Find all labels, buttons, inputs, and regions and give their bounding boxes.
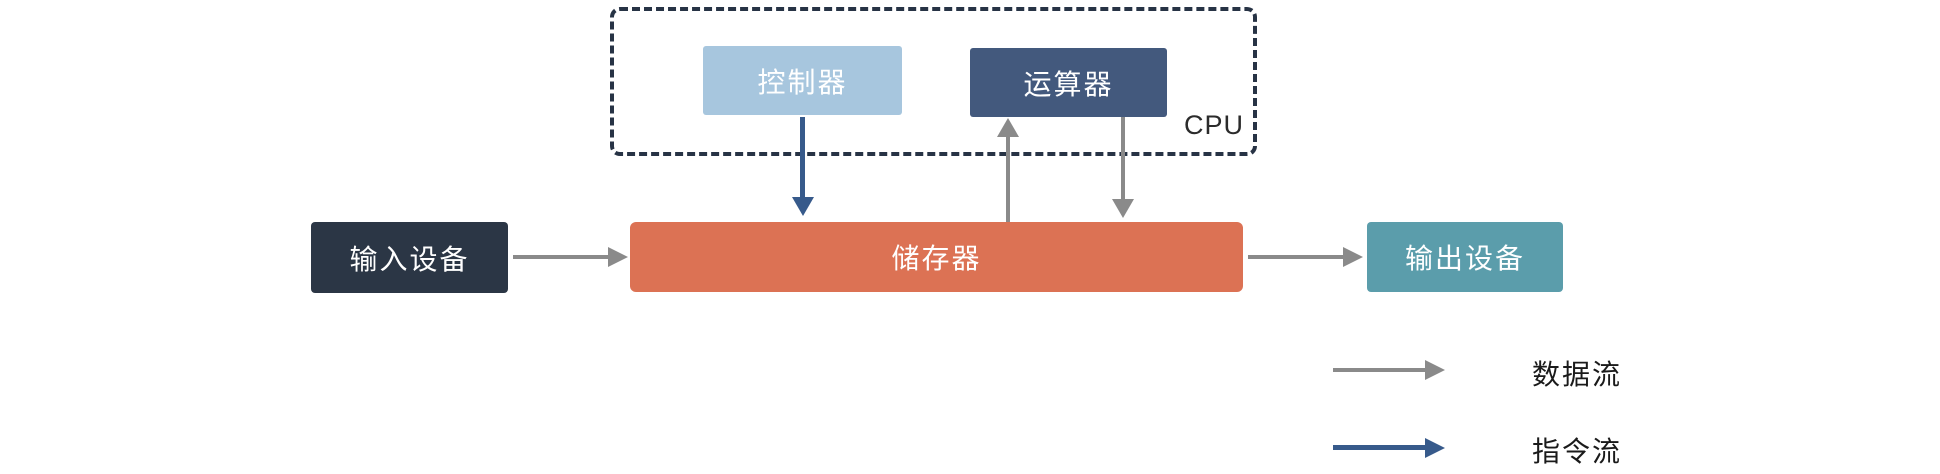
arrow-controller-to-memory <box>800 117 805 197</box>
arrow-alu-to-memory <box>1121 117 1125 199</box>
legend-instruction-flow-label: 指令流 <box>1532 436 1623 467</box>
memory-node: 储存器 <box>630 222 1243 292</box>
legend-data-flow-label: 数据流 <box>1532 359 1623 390</box>
arrow-memory-to-output <box>1248 255 1343 259</box>
controller-node: 控制器 <box>703 46 902 115</box>
input-device-node: 输入设备 <box>311 222 508 293</box>
cpu-label: CPU <box>1184 110 1245 140</box>
alu-node: 运算器 <box>970 48 1167 117</box>
cpu-boundary-box <box>610 7 1257 156</box>
arrow-input-to-memory <box>513 255 608 259</box>
arrow-memory-to-alu <box>1006 137 1010 222</box>
legend-data-flow-arrow-icon <box>1333 368 1425 372</box>
legend-instruction-flow-arrow-icon <box>1333 445 1425 450</box>
output-device-node: 输出设备 <box>1367 222 1563 292</box>
